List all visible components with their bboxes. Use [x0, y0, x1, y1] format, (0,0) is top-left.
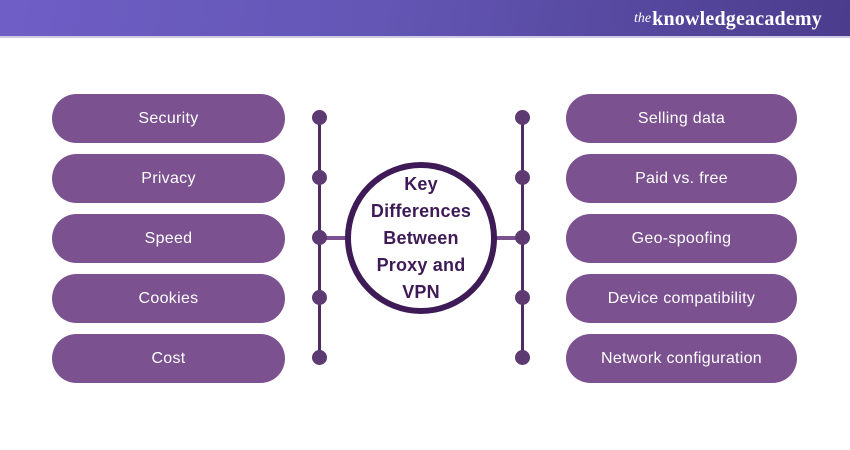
pill-cost-label: Cost	[151, 349, 186, 367]
circle-title-line: VPN	[402, 281, 440, 302]
brand-logo-name: knowledgeacademy	[652, 7, 822, 30]
pill-cookies: Cookies	[52, 274, 285, 323]
pill-selling-data: Selling data	[566, 94, 797, 143]
circle-title-line: Differences	[370, 200, 472, 221]
connector-dot	[312, 110, 327, 125]
pill-paid-vs-free: Paid vs. free	[566, 154, 797, 203]
pill-security: Security	[52, 94, 285, 143]
pill-device-compatibility-label: Device compatibility	[607, 289, 756, 307]
pill-cookies-label: Cookies	[138, 289, 199, 307]
connector-dot	[515, 110, 530, 125]
pill-privacy-label: Privacy	[141, 169, 196, 187]
pill-security-label: Security	[138, 109, 199, 127]
pill-network-configuration: Network configuration	[566, 334, 797, 383]
pill-speed: Speed	[52, 214, 285, 263]
connector-dot	[515, 230, 530, 245]
connector-dot	[312, 170, 327, 185]
connector-dot	[515, 170, 530, 185]
pill-geo-spoofing: Geo-spoofing	[566, 214, 797, 263]
circle-title-line: Between	[383, 227, 459, 248]
header-bar: the knowledgeacademy	[0, 0, 850, 38]
connector-dot	[312, 230, 327, 245]
connector-dot	[312, 290, 327, 305]
connector-dot	[515, 350, 530, 365]
pill-geo-spoofing-label: Geo-spoofing	[631, 229, 732, 247]
pill-paid-vs-free-label: Paid vs. free	[635, 169, 728, 187]
connector-dot	[515, 290, 530, 305]
circle-title-line: Proxy and	[376, 254, 466, 275]
connector-dot	[312, 350, 327, 365]
pill-privacy: Privacy	[52, 154, 285, 203]
right-connector-stub	[494, 236, 522, 240]
pill-cost: Cost	[52, 334, 285, 383]
pill-network-configuration-label: Network configuration	[600, 349, 763, 367]
pill-selling-data-label: Selling data	[637, 109, 726, 127]
circle-title-line: Key	[404, 173, 438, 194]
brand-logo-prefix: the	[634, 11, 652, 26]
brand-logo: the knowledgeacademy	[634, 0, 822, 38]
pill-speed-label: Speed	[144, 229, 193, 247]
center-circle: Key Differences Between Proxy and VPN	[345, 162, 497, 314]
left-connector-stub	[320, 236, 348, 240]
pill-device-compatibility: Device compatibility	[566, 274, 797, 323]
